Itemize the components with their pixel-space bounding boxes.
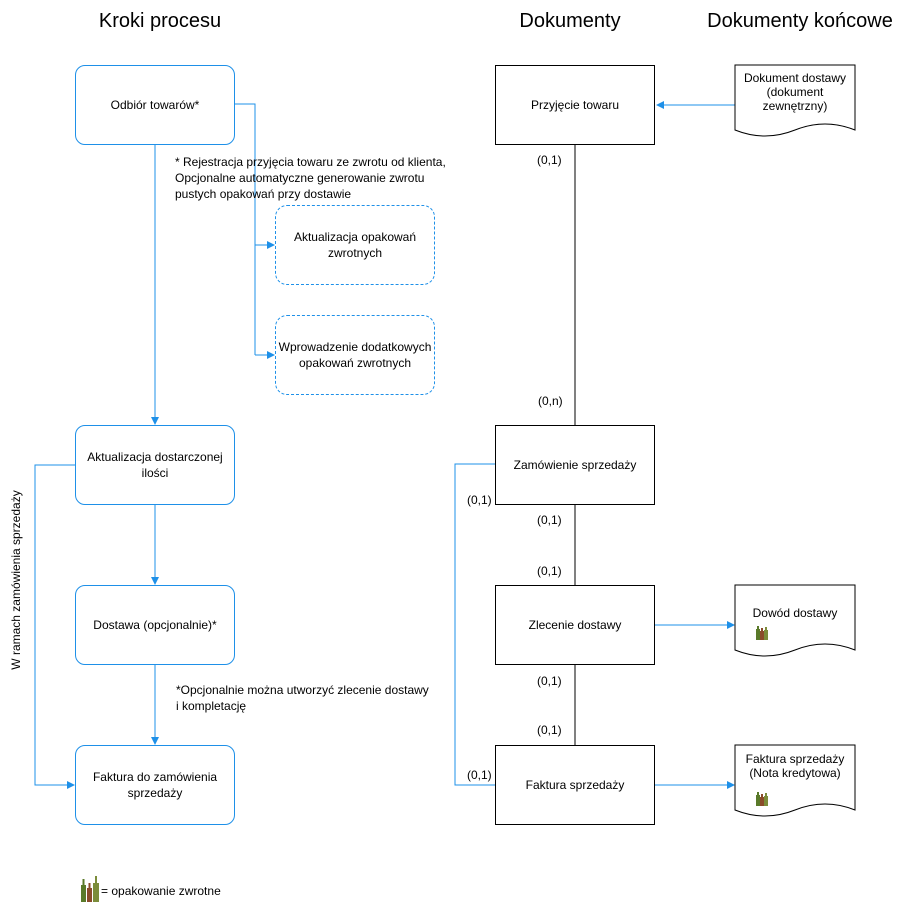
doc-delivery-order: Zlecenie dostawy — [495, 585, 655, 665]
final-proof-of-delivery: Dowód dostawy — [735, 606, 855, 620]
receipt-branch-line — [235, 103, 256, 355]
note-receipt: * Rejestracja przyjęcia towaru ze zwrotu… — [175, 154, 446, 202]
step-invoice: Faktura do zamówienia sprzedaży — [75, 745, 235, 825]
doc-goods-receipt: Przyjęcie towaru — [495, 65, 655, 145]
note-receipt-line2: Opcjonalne automatyczne generowanie zwro… — [175, 171, 425, 185]
doc-shape-delivery-note — [734, 64, 856, 137]
step-update-quantity: Aktualizacja dostarczonej ilości — [75, 425, 235, 505]
final-delivery-note-line1: Dokument dostawy — [743, 71, 847, 85]
step-delivery-label: Dostawa (opcjonalnie)* — [93, 618, 217, 632]
final-proof-of-delivery-label: Dowód dostawy — [752, 606, 838, 620]
header-steps: Kroki procesu — [98, 10, 222, 32]
step-update-quantity-label: Aktualizacja dostarczonej ilości — [87, 450, 223, 480]
returnable-packaging-icon — [756, 792, 768, 806]
returnable-packaging-icon — [756, 626, 768, 640]
doc-shape-proof-of-delivery — [734, 584, 856, 657]
doc-sales-invoice: Faktura sprzedaży — [495, 745, 655, 825]
note-delivery-line2: i kompletację — [176, 699, 247, 713]
cardinality-order-left: (0,1) — [467, 493, 492, 507]
doc-delivery-order-label: Zlecenie dostawy — [528, 618, 622, 632]
header-final-documents: Dokumenty końcowe — [707, 10, 893, 32]
cardinality-receipt: (0,1) — [537, 153, 562, 167]
step-update-packaging-label: Aktualizacja opakowań zwrotnych — [293, 230, 417, 260]
step-goods-receipt: Odbiór towarów* — [75, 65, 235, 145]
doc-sales-order: Zamówienie sprzedaży — [495, 425, 655, 505]
cardinality-order-top: (0,n) — [538, 394, 563, 408]
link-order-invoice — [454, 463, 495, 786]
note-delivery: *Opcjonalnie można utworzyć zlecenie dos… — [176, 682, 429, 714]
note-receipt-line1: * Rejestracja przyjęcia towaru ze zwrotu… — [175, 155, 446, 169]
note-delivery-line1: *Opcjonalnie można utworzyć zlecenie dos… — [176, 683, 429, 697]
legend: = opakowanie zwrotne — [80, 876, 221, 902]
cardinality-invoice-left: (0,1) — [467, 768, 492, 782]
cardinality-delivery-top: (0,1) — [537, 564, 562, 578]
step-additional-packaging-label: Wprowadzenie dodatkowych opakowań zwrotn… — [278, 340, 432, 370]
cardinality-order-bottom: (0,1) — [537, 513, 562, 527]
legend-text: = opakowanie zwrotne — [101, 884, 221, 898]
final-delivery-note-line2: (dokument — [766, 85, 824, 99]
step-additional-packaging: Wprowadzenie dodatkowych opakowań zwrotn… — [275, 315, 435, 395]
side-label: W ramach zamówienia sprzedaży — [9, 490, 23, 670]
step-invoice-label: Faktura do zamówienia sprzedaży — [92, 770, 218, 800]
header-documents: Dokumenty — [519, 10, 621, 32]
step-delivery: Dostawa (opcjonalnie)* — [75, 585, 235, 665]
final-delivery-note: Dokument dostawy (dokument zewnętrzny) — [735, 71, 855, 113]
step-goods-receipt-label: Odbiór towarów* — [110, 98, 200, 112]
cardinality-invoice-top: (0,1) — [537, 723, 562, 737]
cardinality-delivery-bottom: (0,1) — [537, 674, 562, 688]
doc-sales-order-label: Zamówienie sprzedaży — [513, 458, 637, 472]
doc-sales-invoice-label: Faktura sprzedaży — [525, 778, 625, 792]
final-delivery-note-line3: zewnętrzny) — [762, 99, 828, 113]
final-sales-invoice: Faktura sprzedaży (Nota kredytowa) — [735, 752, 855, 780]
note-receipt-line3: pustych opakowań przy dostawie — [175, 187, 352, 201]
returnable-packaging-bottles-icon — [81, 876, 99, 902]
step-update-packaging: Aktualizacja opakowań zwrotnych — [275, 205, 435, 285]
doc-goods-receipt-label: Przyjęcie towaru — [530, 98, 620, 112]
final-sales-invoice-line1: Faktura sprzedaży — [745, 752, 845, 766]
final-sales-invoice-line2: (Nota kredytowa) — [749, 766, 841, 780]
arrow-side-bracket — [34, 464, 75, 789]
